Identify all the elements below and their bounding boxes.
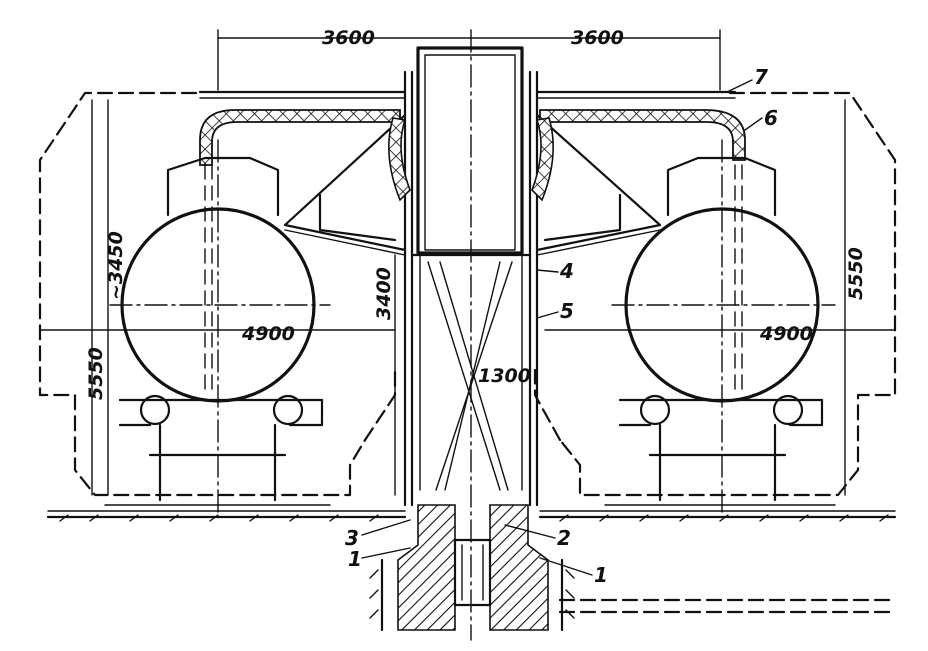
right-tank-car xyxy=(604,139,836,516)
callout-1-left: 1 xyxy=(348,547,362,571)
dim-left-tank-diameter: 4900 xyxy=(241,323,295,345)
left-hose xyxy=(199,109,411,202)
foundation xyxy=(369,504,892,632)
ground-line xyxy=(46,510,897,522)
dim-column-height: 3400 xyxy=(373,267,395,320)
callout-1-right: 1 xyxy=(594,563,608,587)
dim-left-inner-height: ~3450 xyxy=(105,231,127,300)
top-deck xyxy=(198,90,737,99)
callout-2: 2 xyxy=(557,526,571,550)
left-tank-car xyxy=(104,139,331,516)
right-hose xyxy=(531,109,746,202)
right-canopy xyxy=(535,113,662,256)
dim-column-width: 1300 xyxy=(478,365,531,387)
dim-left-outer-height: 5550 xyxy=(85,347,107,400)
callout-7: 7 xyxy=(754,65,768,89)
left-canopy xyxy=(283,113,407,256)
dim-right-outer-height: 5550 xyxy=(845,247,867,300)
dimension-lines xyxy=(39,29,896,496)
central-column xyxy=(403,29,539,641)
callout-leaders xyxy=(361,79,763,576)
callout-4: 4 xyxy=(559,259,574,283)
callout-5: 5 xyxy=(560,299,574,323)
dim-left-span: 3600 xyxy=(322,27,375,49)
callout-3: 3 xyxy=(345,526,359,550)
callout-6: 6 xyxy=(764,106,778,130)
dim-right-span: 3600 xyxy=(571,27,624,49)
right-clearance-outline xyxy=(533,91,897,497)
dim-right-tank-diameter: 4900 xyxy=(759,323,813,345)
